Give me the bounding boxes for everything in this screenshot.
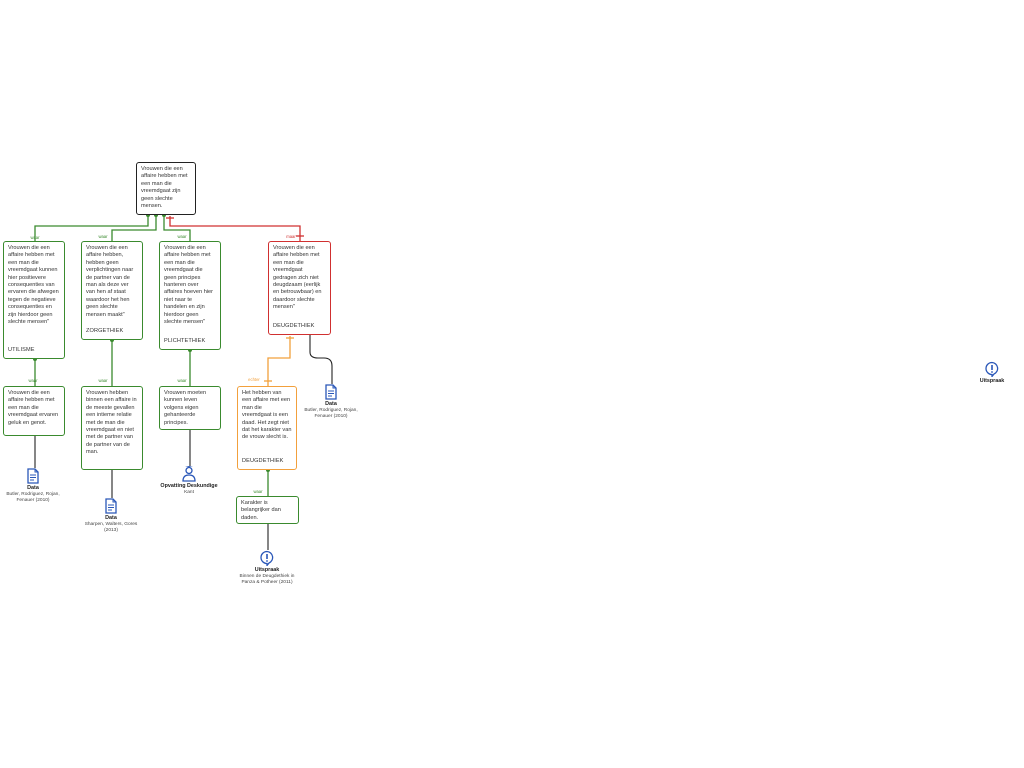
source-description: Butler, Rodriguez, Rojan, Fenauer (2010)	[304, 408, 358, 420]
reason-zorgethiek-text: Vrouwen die een affaire hebben, hebben g…	[86, 245, 134, 318]
source-title: Data	[105, 515, 117, 521]
source-title: Data	[27, 485, 39, 491]
exclamation-icon	[985, 361, 999, 377]
plichtethiek-child-text: Vrouwen moeten kunnen leven volgens eige…	[164, 390, 207, 426]
main-claim-box[interactable]: Vrouwen die een affaire hebben met een m…	[136, 162, 196, 215]
document-icon	[105, 498, 117, 514]
utilisme-child-text: Vrouwen die een affaire hebben met een m…	[8, 390, 59, 426]
source-title: Opvatting Deskundige	[160, 483, 218, 489]
connector-claim-zorgethiek	[111, 215, 157, 241]
utilisme-child-box[interactable]: Vrouwen die een affaire hebben met een m…	[3, 386, 65, 436]
source-zorgethiek[interactable]: Data Sharpen, Walters, Gores (2013)	[79, 498, 143, 535]
source-title: Uitspraak	[254, 567, 280, 573]
rebuttal-connector	[264, 336, 294, 386]
reason-utilisme-text: Vrouwen die een affaire hebben met een m…	[8, 245, 59, 326]
zorgethiek-child-box[interactable]: Vrouwen hebben binnen een affaire in de …	[81, 386, 143, 470]
connector-claim-utilisme	[34, 215, 149, 241]
exclamation-icon	[260, 550, 274, 566]
plichtethiek-child-box[interactable]: Vrouwen moeten kunnen leven volgens eige…	[159, 386, 221, 430]
source-title: Data	[325, 401, 337, 407]
connector-objection-source	[309, 335, 333, 384]
edge-label-plichtethiek: waar	[177, 234, 187, 239]
rebuttal-text: Het hebben van een affaire met een man d…	[242, 390, 292, 441]
source-description: Kant	[184, 490, 194, 495]
reason-plichtethiek-box[interactable]: Vrouwen die een affaire hebben met een m…	[159, 241, 221, 350]
reason-zorgethiek-box[interactable]: Vrouwen die een affaire hebben, hebben g…	[81, 241, 143, 340]
edge-label-zorgethiek-child: waar	[98, 378, 108, 383]
rebuttal-child-box[interactable]: Karakter is belangrijker dan daden.	[236, 496, 299, 524]
support-connectors	[34, 215, 269, 496]
rebuttal-child-text: Karakter is belangrijker dan daden.	[241, 500, 281, 521]
source-plichtethiek[interactable]: Opvatting Deskundige Kant	[157, 466, 221, 496]
reason-utilisme-box[interactable]: Vrouwen die een affaire hebben met een m…	[3, 241, 65, 359]
edge-label-zorgethiek: waar	[98, 234, 108, 239]
reason-zorgethiek-tag: ZORGETHIEK	[86, 327, 124, 334]
zorgethiek-child-text: Vrouwen hebben binnen een affaire in de …	[86, 390, 137, 456]
main-claim-text: Vrouwen die een affaire hebben met een m…	[141, 166, 188, 210]
objection-deugdethiek-box[interactable]: Vrouwen die een affaire hebben met een m…	[268, 241, 331, 335]
source-description: Binnen de Deugdethiek in Panza & Potheer…	[239, 574, 295, 586]
source-description: Butler, Rodriguez, Rojan, Fenauer (2010)	[6, 492, 60, 504]
junction-dots	[33, 213, 270, 472]
edge-label-utilisme-child: waar	[28, 378, 38, 383]
objection-tag: DEUGDETHIEK	[273, 322, 315, 329]
document-icon	[27, 468, 39, 484]
expert-icon	[182, 466, 196, 482]
edge-label-objection: maar	[286, 234, 296, 239]
edge-label-rebuttal: echter	[248, 377, 260, 382]
rebuttal-box[interactable]: Het hebben van een affaire met een man d…	[237, 386, 297, 470]
edge-label-rebuttal-child: waar	[253, 489, 263, 494]
source-description: Sharpen, Walters, Gores (2013)	[84, 522, 138, 534]
source-objection[interactable]: Data Butler, Rodriguez, Rojan, Fenauer (…	[299, 384, 363, 421]
edge-label-utilisme: waar	[30, 235, 40, 240]
reason-utilisme-tag: UTILISME	[8, 346, 35, 353]
floating-uitspraak[interactable]: Uitspraak	[960, 361, 1024, 385]
reason-plichtethiek-tag: PLICHTETHIEK	[164, 337, 206, 344]
source-rebuttal[interactable]: Uitspraak Binnen de Deugdethiek in Panza…	[235, 550, 299, 587]
reason-plichtethiek-text: Vrouwen die een affaire hebben met een m…	[164, 245, 214, 326]
floating-uitspraak-title: Uitspraak	[979, 378, 1005, 384]
source-utilisme[interactable]: Data Butler, Rodriguez, Rojan, Fenauer (…	[1, 468, 65, 505]
document-icon	[325, 384, 337, 400]
edge-label-plichtethiek-child: waar	[177, 378, 187, 383]
rebuttal-tag: DEUGDETHIEK	[242, 457, 284, 464]
objection-text: Vrouwen die een affaire hebben met een m…	[273, 245, 322, 311]
